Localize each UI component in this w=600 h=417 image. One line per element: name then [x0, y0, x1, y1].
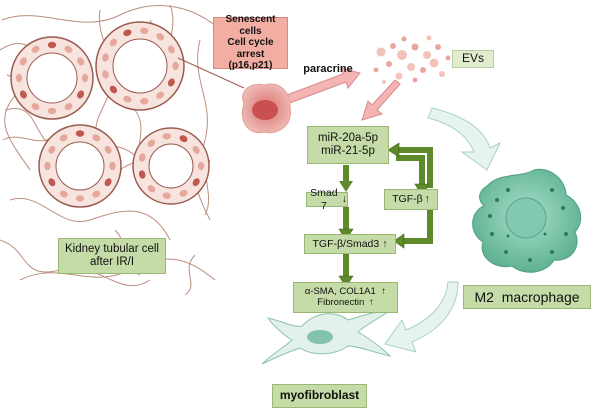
markers-line-2-text: Fibronectin: [317, 296, 365, 308]
mirna-box: miR-20a-5p miR-21-5p: [307, 126, 389, 164]
epithelial-cell-nucleus: [31, 45, 40, 53]
senescent-cell: [241, 83, 292, 134]
smad7-box: Smad 7 ↓: [306, 187, 348, 212]
epithelial-cell-nucleus: [140, 27, 149, 35]
epithelial-cell-nucleus: [162, 192, 171, 199]
evs-to-macrophage-arrow: [427, 107, 502, 171]
epithelial-cell-nucleus: [77, 90, 85, 99]
epithelial-cell-nucleus: [104, 178, 112, 187]
markers-line-1: α-SMA, COL1A1 ↑: [304, 285, 387, 298]
markers-line-2-arrow: ↑: [368, 296, 374, 308]
epithelial-cell-nucleus: [192, 145, 200, 154]
epithelial-cell-nucleus: [64, 45, 73, 53]
epithelial-cell-nucleus: [59, 134, 68, 142]
markers-line-2: Fibronectin ↑: [317, 296, 374, 309]
myofibroblast-label: myofibroblast: [272, 384, 367, 408]
epithelial-cell-nucleus: [123, 95, 132, 103]
tgfb-box: TGF-β ↑: [384, 189, 438, 210]
epithelial-cell-nucleus: [109, 161, 116, 171]
epithelial-cell-nucleus: [179, 135, 188, 143]
kidney-line-1: Kidney tubular cell: [65, 242, 159, 255]
epithelial-cell-nucleus: [48, 145, 56, 154]
epithelial-cell-nucleus: [102, 70, 109, 79]
epithelial-cell-nucleus: [92, 134, 101, 142]
tgfb-smad3-up-arrow: ↑: [382, 237, 388, 250]
epithelial-cell-nucleus: [138, 153, 146, 162]
epithelial-cell-nucleus: [19, 57, 27, 66]
senescent-line-2: Cell cycle arrest: [227, 37, 274, 60]
epithelial-cell-nucleus: [19, 90, 27, 99]
epithelial-cell-nucleus: [59, 190, 68, 198]
epithelial-cell-nucleus: [75, 130, 85, 137]
macrophage-to-myofibroblast-arrow: [384, 281, 459, 353]
evs-to-mirna-arrow: [361, 79, 401, 121]
markers-line-1-arrow: ↑: [381, 285, 387, 297]
paracrine-arrow: [283, 67, 361, 105]
epithelial-cell-nucleus: [47, 41, 57, 49]
tubule-epithelial-cells: [15, 27, 205, 202]
tubule-top-left: [10, 36, 94, 120]
epithelial-cell-nucleus: [179, 189, 188, 197]
epithelial-cell-nucleus: [109, 85, 118, 94]
epithelial-cell-nucleus: [81, 73, 89, 83]
pathway-arrows: [343, 147, 433, 280]
pathway-arrowheads: [338, 142, 430, 288]
mirna-line-2: miR-21-5p: [321, 145, 375, 157]
ev-vesicles: [373, 35, 451, 84]
epithelial-cell-nucleus: [167, 45, 175, 54]
epithelial-cell-nucleus: [44, 161, 51, 171]
epithelial-cell-nucleus: [64, 103, 73, 111]
tubule-top-right: [95, 21, 185, 111]
epithelial-cell-nucleus: [167, 78, 175, 87]
senescent-cells-box: Senescent cells Cell cycle arrest (p16,p…: [213, 14, 288, 72]
senescent-line-1: Senescent cells: [225, 14, 276, 37]
tgfb-up-arrow: ↑: [424, 193, 430, 206]
senescent-line-3: (p16,p21): [228, 60, 273, 72]
epithelial-cell-nucleus: [77, 57, 85, 66]
epithelial-cell-nucleus: [47, 107, 57, 115]
epithelial-cell-nucleus: [109, 38, 118, 47]
kidney-line-2: after IR/I: [89, 256, 135, 268]
m2-macrophage-cell: [472, 168, 582, 273]
epithelial-cell-nucleus: [75, 195, 85, 202]
myofibroblast-cell: [261, 311, 392, 365]
epithelial-cell-nucleus: [104, 145, 112, 154]
epithelial-cell-nucleus: [156, 91, 165, 99]
epithelial-cell-nucleus: [197, 161, 205, 171]
markers-line-1-text: α-SMA, COL1A1: [304, 285, 376, 297]
paracrine-label: paracrine: [303, 62, 353, 75]
mirna-to-smad7-arrow: [339, 165, 353, 192]
fibrosis-markers-box: α-SMA, COL1A1 ↑ Fibronectin ↑: [293, 282, 398, 313]
tgfb-smad3-box: TGF-β/Smad3 ↑: [304, 234, 396, 254]
tgfb-text: TGF-β: [392, 193, 423, 206]
smad7-text: Smad 7: [310, 187, 338, 212]
epithelial-cell-nucleus: [92, 190, 101, 198]
epithelial-cell-nucleus: [31, 103, 40, 111]
smad7-down-arrow: ↓: [341, 193, 347, 206]
epithelial-cell-nucleus: [147, 185, 156, 193]
tubule-bottom-right: [132, 127, 210, 205]
epithelial-cell-nucleus: [138, 170, 146, 179]
epithelial-cell-nucleus: [162, 133, 171, 140]
epithelial-cell-nucleus: [192, 178, 200, 187]
tgfb-smad3-text: TGF-β/Smad3: [312, 237, 380, 250]
mirna-line-1: miR-20a-5p: [317, 131, 379, 144]
epithelial-cell-nucleus: [102, 53, 109, 62]
evs-label: EVs: [452, 50, 494, 68]
epithelial-cell-nucleus: [147, 139, 156, 147]
epithelial-cell-nucleus: [48, 178, 56, 187]
tubule-bottom-left: [38, 124, 122, 208]
kidney-label-box: Kidney tubular cell after IR/I: [58, 238, 166, 274]
senescent-pointer: [177, 57, 245, 89]
epithelial-cell-nucleus: [123, 29, 132, 37]
epithelial-cell-nucleus: [156, 33, 165, 41]
epithelial-cell-nucleus: [140, 97, 149, 105]
epithelial-cell-nucleus: [172, 61, 179, 71]
m2-macrophage-label: M2 macrophage: [463, 285, 591, 309]
epithelial-cell-nucleus: [15, 73, 23, 83]
